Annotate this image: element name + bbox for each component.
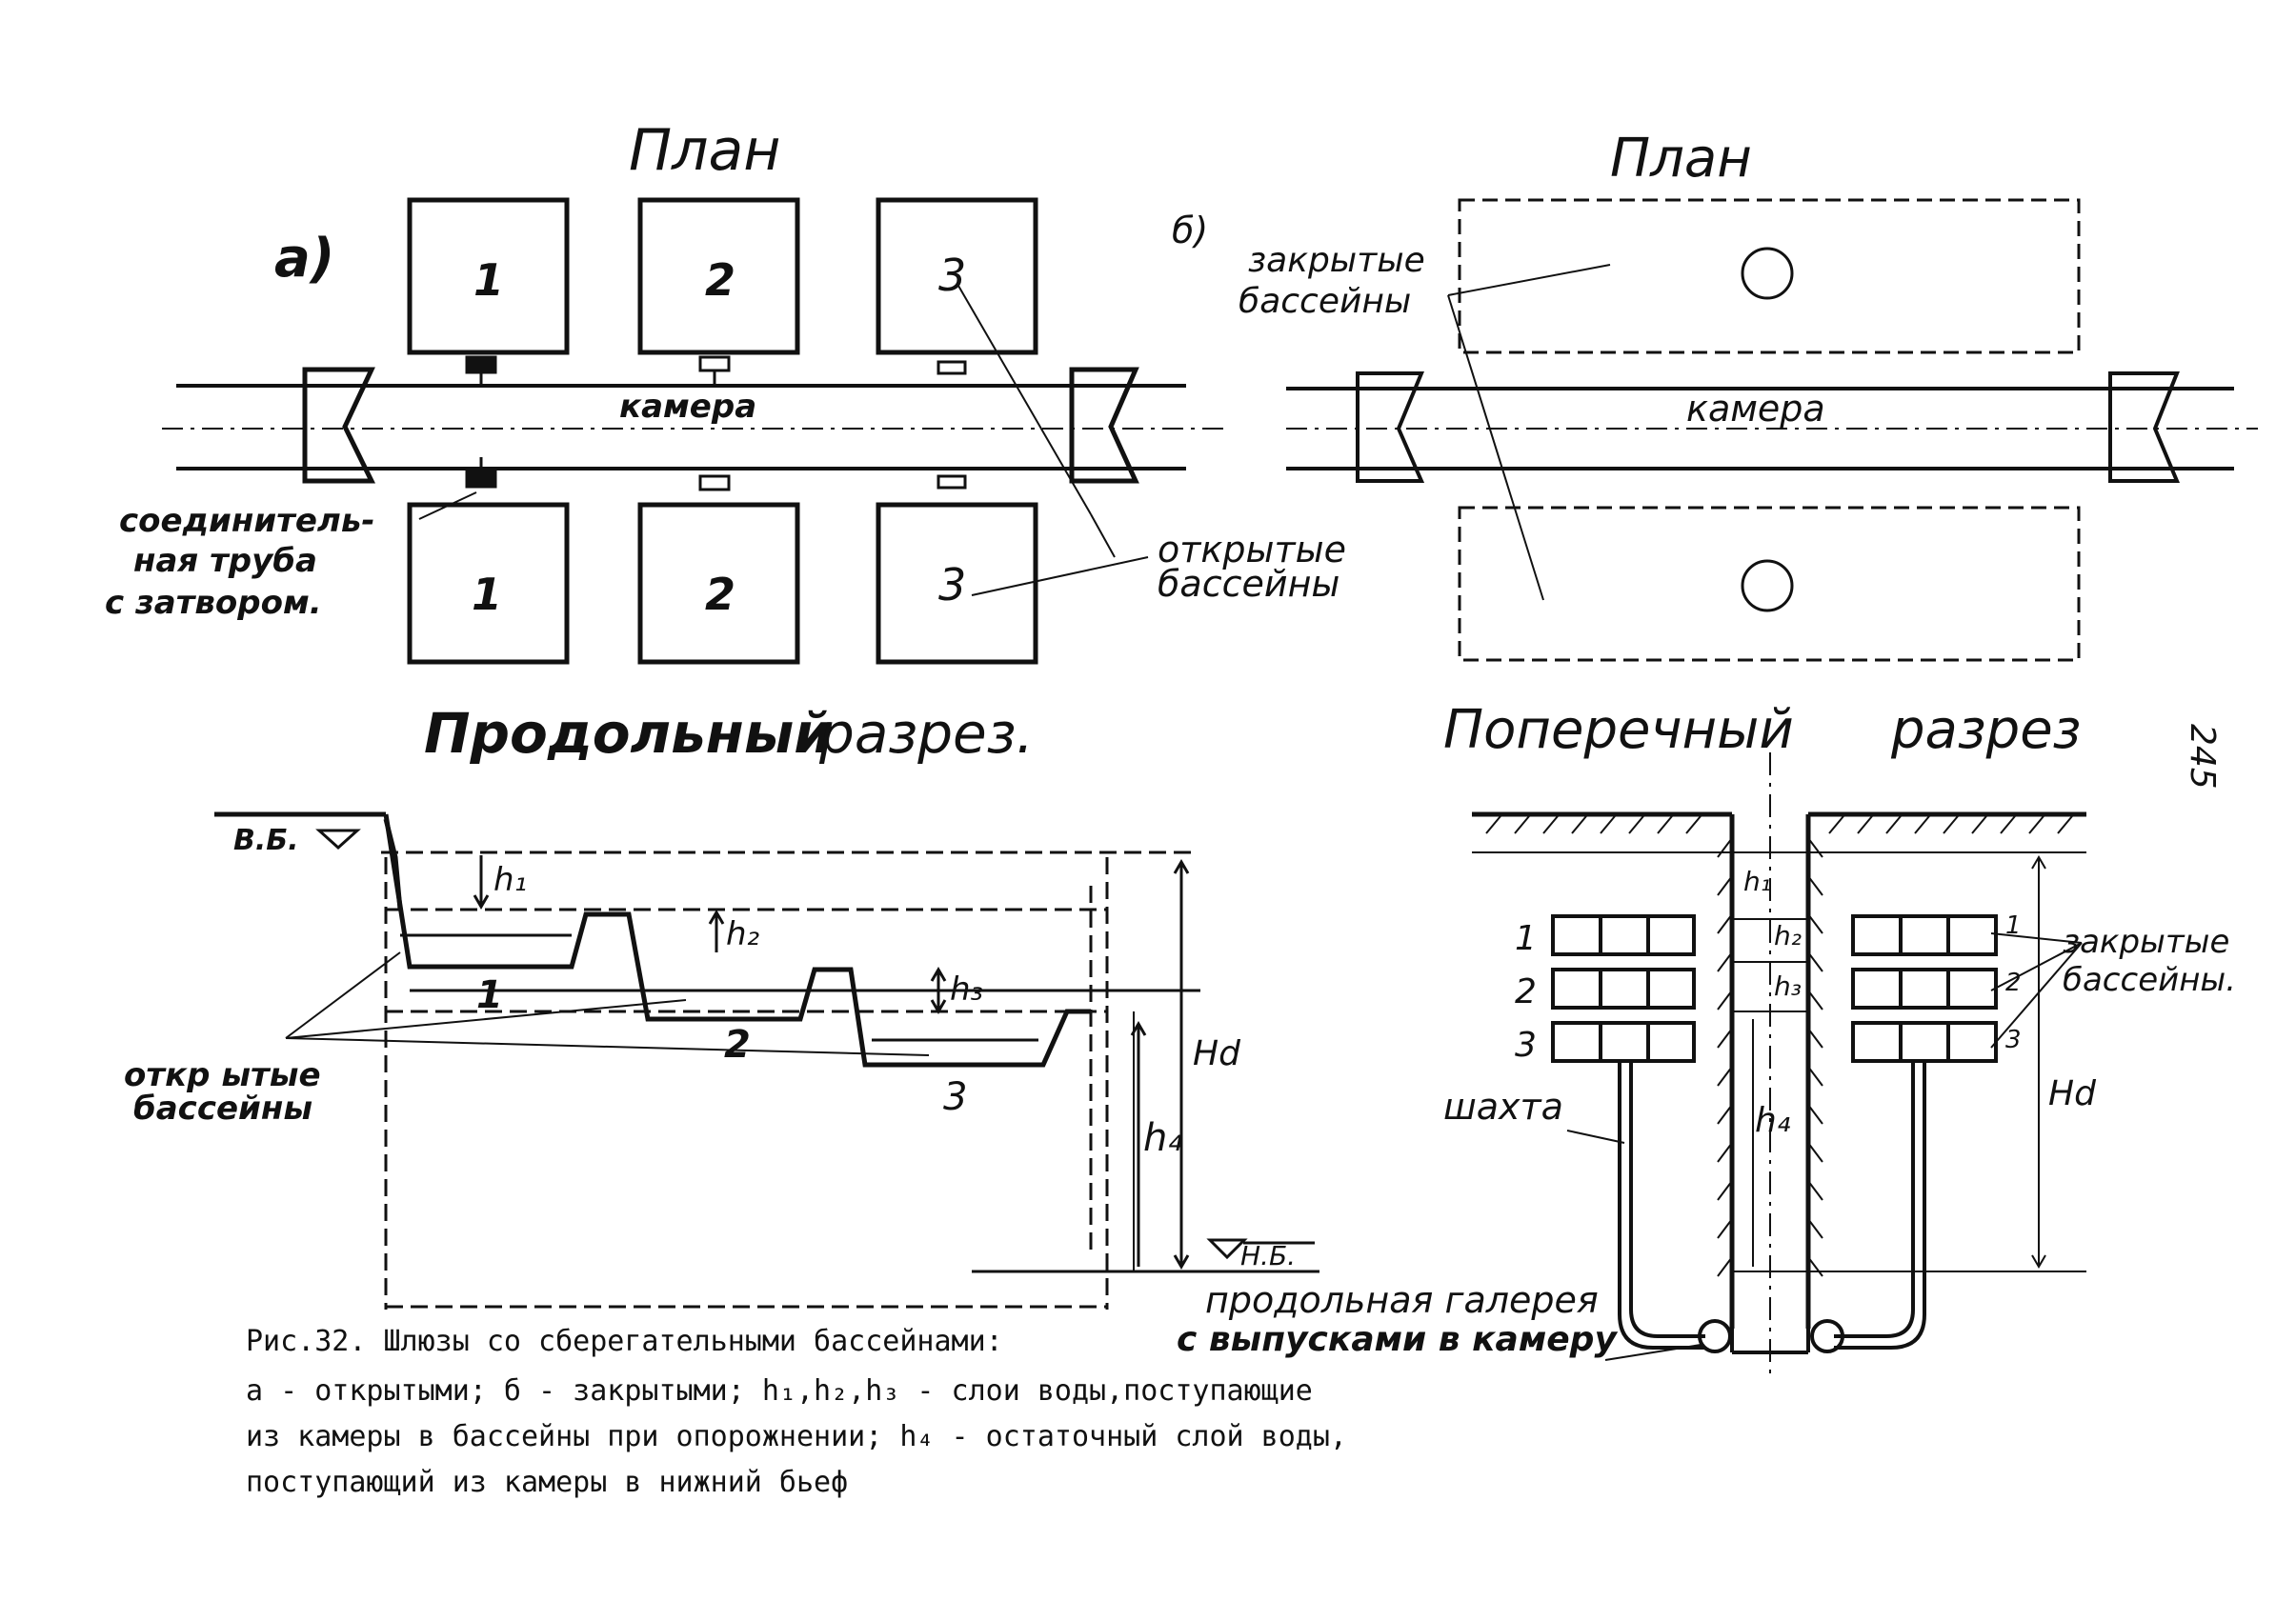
- closed-pools-label-line2: бассейны: [1239, 282, 1411, 321]
- open-pool-bottom-2: [637, 502, 800, 665]
- closed-pools-right: [1851, 914, 1998, 1063]
- pool-number-top-1: 1: [473, 254, 504, 306]
- level-number-right-2: 2: [2005, 969, 2022, 997]
- figure-caption: Рис.32. Шлюзы со сберегательными бассейн…: [246, 1325, 1347, 1499]
- open-pool-top-3: [876, 197, 1038, 355]
- lock-chamber-a: [162, 367, 1229, 484]
- panel-b-section: Поперечный разрез h₁ h₂ h₃ h₄: [1177, 699, 2236, 1381]
- panel-a-section-title-word2: разрез.: [818, 701, 1034, 766]
- lower-gate-a: [1069, 367, 1139, 484]
- level-number-3: 3: [1515, 1026, 1537, 1065]
- caption-line4: поступающий из камеры в нижний бьеф: [246, 1466, 848, 1499]
- upper-gate-b: [1356, 371, 1425, 483]
- gallery-right: [1810, 1319, 1844, 1353]
- section-pool-3: 3: [943, 1075, 967, 1119]
- open-pools-profile: [383, 813, 1091, 1068]
- lower-gate-b: [2108, 371, 2181, 483]
- upper-level-label: В.Б.: [233, 824, 299, 857]
- level-number-right-1: 1: [2005, 911, 2022, 940]
- panel-a-plan-title: План: [629, 117, 780, 184]
- gallery-label-line1: продольная галерея: [1205, 1279, 1599, 1321]
- section-closed-pools-line2: бассейны.: [2063, 961, 2236, 999]
- h3-label-a: h₃: [950, 971, 983, 1009]
- open-pools-label-line2: бассейны: [1158, 563, 1339, 605]
- closed-pool-bottom: [1458, 506, 2081, 662]
- level-number-right-3: 3: [2005, 1026, 2022, 1054]
- open-pool-bottom-1: [407, 502, 570, 665]
- head-label-b: Hd: [2048, 1074, 2097, 1113]
- shaft-label: шахта: [1443, 1086, 1563, 1128]
- h1-label-b: h₁: [1743, 866, 1771, 897]
- connector-label-line3: с затвором.: [105, 584, 322, 622]
- pool-number-bottom-3: 3: [938, 559, 966, 610]
- gallery-label-line2: с выпусками в камеру: [1177, 1320, 1618, 1359]
- open-pool-top-1: [407, 197, 570, 355]
- panel-b-plan: План б) камера закрытые бассейны: [1172, 128, 2258, 662]
- caption-line2: а - открытыми; б - закрытыми; h₁,h₂,h₃ -…: [246, 1374, 1313, 1408]
- closed-pools-left: [1551, 914, 1696, 1063]
- panel-a-letter: а): [274, 228, 334, 290]
- gallery-left: [1698, 1319, 1732, 1353]
- chamber-label-b: камера: [1686, 388, 1825, 430]
- section-closed-pools-line1: закрытые: [2063, 923, 2229, 961]
- lock-chamber-b: [1286, 371, 2258, 483]
- connector-label-line1: соединитель-: [119, 502, 374, 540]
- level-number-2: 2: [1515, 972, 1537, 1011]
- connecting-valves: [465, 355, 967, 491]
- closed-pools-label-line1: закрытые: [1248, 241, 1425, 280]
- h1-label-a: h₁: [493, 861, 527, 899]
- open-pool-bottom-3: [876, 502, 1038, 665]
- shaft-opening-top: [1741, 247, 1794, 300]
- section-pool-2: 2: [724, 1023, 751, 1067]
- level-number-1: 1: [1515, 919, 1537, 958]
- section-open-pools-line1: откр ытые: [124, 1056, 321, 1094]
- h3-label-b: h₃: [1774, 971, 1802, 1002]
- panel-b-section-title-word1: Поперечный: [1443, 699, 1794, 761]
- h4-label-b: h₄: [1755, 1101, 1791, 1140]
- pool-number-bottom-2: 2: [705, 569, 735, 620]
- connector-label-line2: ная труба: [133, 542, 317, 580]
- section-pool-1: 1: [476, 973, 503, 1017]
- h4-label-a: h₄: [1143, 1116, 1182, 1160]
- pool-number-bottom-1: 1: [472, 569, 502, 620]
- head-label-a: Hd: [1193, 1034, 1241, 1073]
- chamber-label-a: камера: [619, 388, 756, 426]
- open-pool-top-2: [637, 197, 800, 355]
- panel-b-plan-title: План: [1610, 128, 1752, 190]
- page-number: 245: [2183, 724, 2222, 790]
- lower-level-label: Н.Б.: [1240, 1240, 1296, 1271]
- h2-label-b: h₂: [1774, 920, 1802, 951]
- caption-line3: из камеры в бассейны при опорожнении; h₄…: [246, 1420, 1347, 1453]
- h2-label-a: h₂: [726, 915, 760, 953]
- section-open-pools-line2: бассейны: [133, 1090, 312, 1128]
- closed-pool-top: [1458, 198, 2081, 354]
- upper-gate-a: [302, 367, 376, 484]
- panel-a-section-title-word1: Продольный: [424, 701, 833, 766]
- open-pools-label-line1: открытые: [1158, 529, 1346, 570]
- pool-number-top-2: 2: [705, 254, 735, 306]
- panel-a-section: Продольный разрез. В.Б. 1 2 3: [124, 701, 1319, 1310]
- panel-b-letter: б): [1172, 210, 1208, 251]
- shaft-opening-bottom: [1741, 559, 1794, 612]
- panel-a-plan: План а) 1 2 3 1 2 3: [105, 117, 1346, 665]
- caption-line1: Рис.32. Шлюзы со сберегательными бассейн…: [246, 1325, 1003, 1358]
- panel-b-section-title-word2: разрез: [1890, 699, 2081, 761]
